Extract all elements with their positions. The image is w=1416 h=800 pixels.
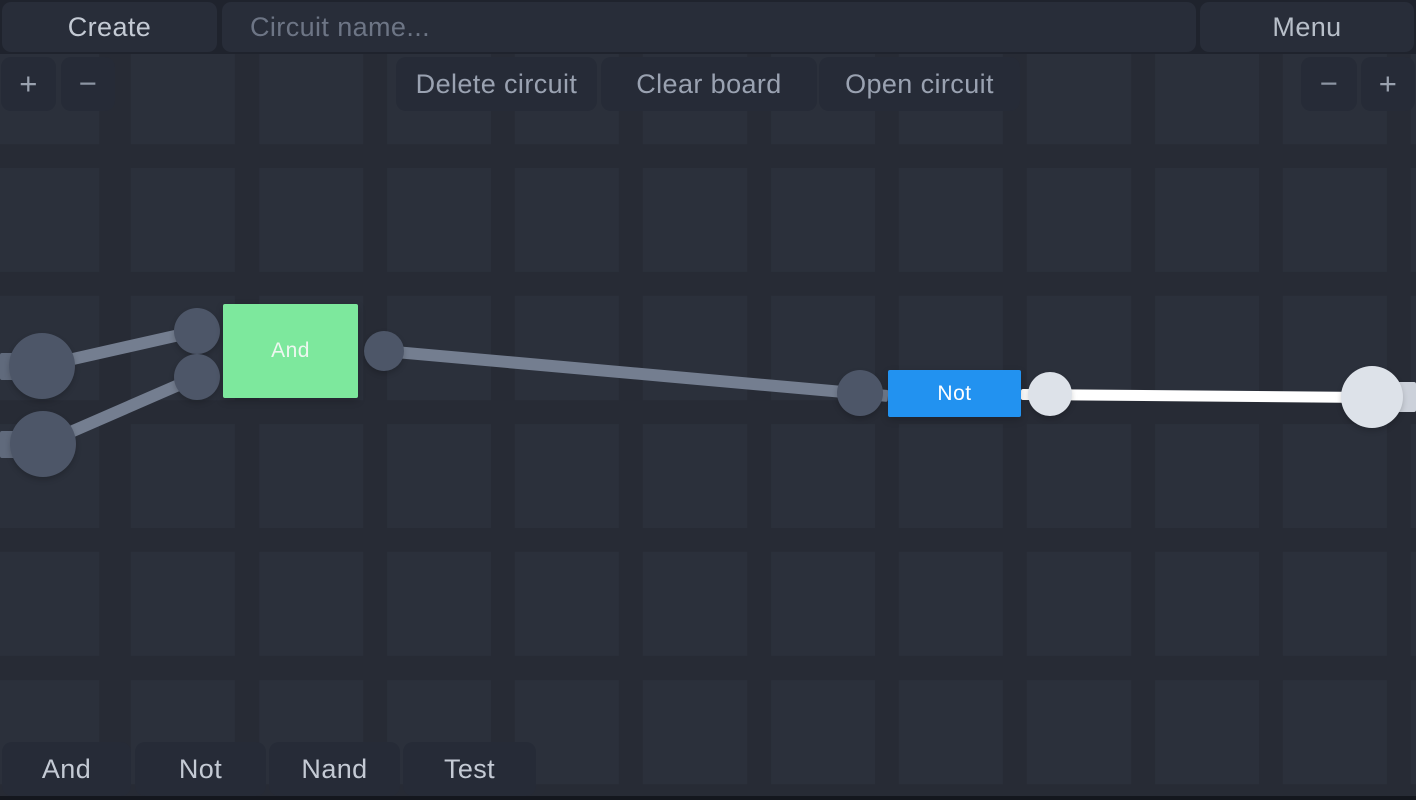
palette-item-not[interactable]: Not bbox=[135, 742, 266, 796]
open-circuit-button[interactable]: Open circuit bbox=[819, 57, 1020, 111]
plus-icon: + bbox=[19, 66, 38, 101]
and-input-pin-2[interactable] bbox=[174, 354, 220, 400]
top-bar: Create Menu bbox=[0, 0, 1416, 54]
minus-icon: − bbox=[1319, 66, 1339, 101]
bottom-edge-strip bbox=[0, 796, 1416, 800]
zoom-out-button-right[interactable]: − bbox=[1301, 57, 1357, 111]
menu-button[interactable]: Menu bbox=[1200, 2, 1414, 52]
circuit-name-input[interactable] bbox=[222, 2, 1196, 52]
not-input-pin[interactable] bbox=[837, 370, 883, 416]
minus-icon: − bbox=[78, 66, 98, 101]
zoom-in-button-right[interactable]: + bbox=[1361, 57, 1415, 111]
zoom-in-button-left[interactable]: + bbox=[1, 57, 56, 111]
output-terminal[interactable] bbox=[1341, 366, 1403, 428]
zoom-out-button-left[interactable]: − bbox=[61, 57, 115, 111]
clear-board-button[interactable]: Clear board bbox=[601, 57, 817, 111]
and-input-pin-1[interactable] bbox=[174, 308, 220, 354]
wire-not-to-output[interactable] bbox=[1020, 388, 1373, 403]
delete-circuit-button[interactable]: Delete circuit bbox=[396, 57, 597, 111]
palette-item-and[interactable]: And bbox=[2, 742, 131, 796]
and-output-pin[interactable] bbox=[364, 331, 404, 371]
palette-item-test[interactable]: Test bbox=[403, 742, 536, 796]
input-terminal-2[interactable] bbox=[10, 411, 76, 477]
not-gate[interactable]: Not bbox=[888, 370, 1021, 417]
palette-item-nand[interactable]: Nand bbox=[269, 742, 400, 796]
input-terminal-1[interactable] bbox=[9, 333, 75, 399]
plus-icon: + bbox=[1378, 66, 1398, 101]
not-output-pin[interactable] bbox=[1028, 372, 1072, 416]
and-gate[interactable]: And bbox=[223, 304, 358, 398]
create-button[interactable]: Create bbox=[2, 2, 217, 52]
wire-and-to-not[interactable] bbox=[383, 345, 889, 402]
